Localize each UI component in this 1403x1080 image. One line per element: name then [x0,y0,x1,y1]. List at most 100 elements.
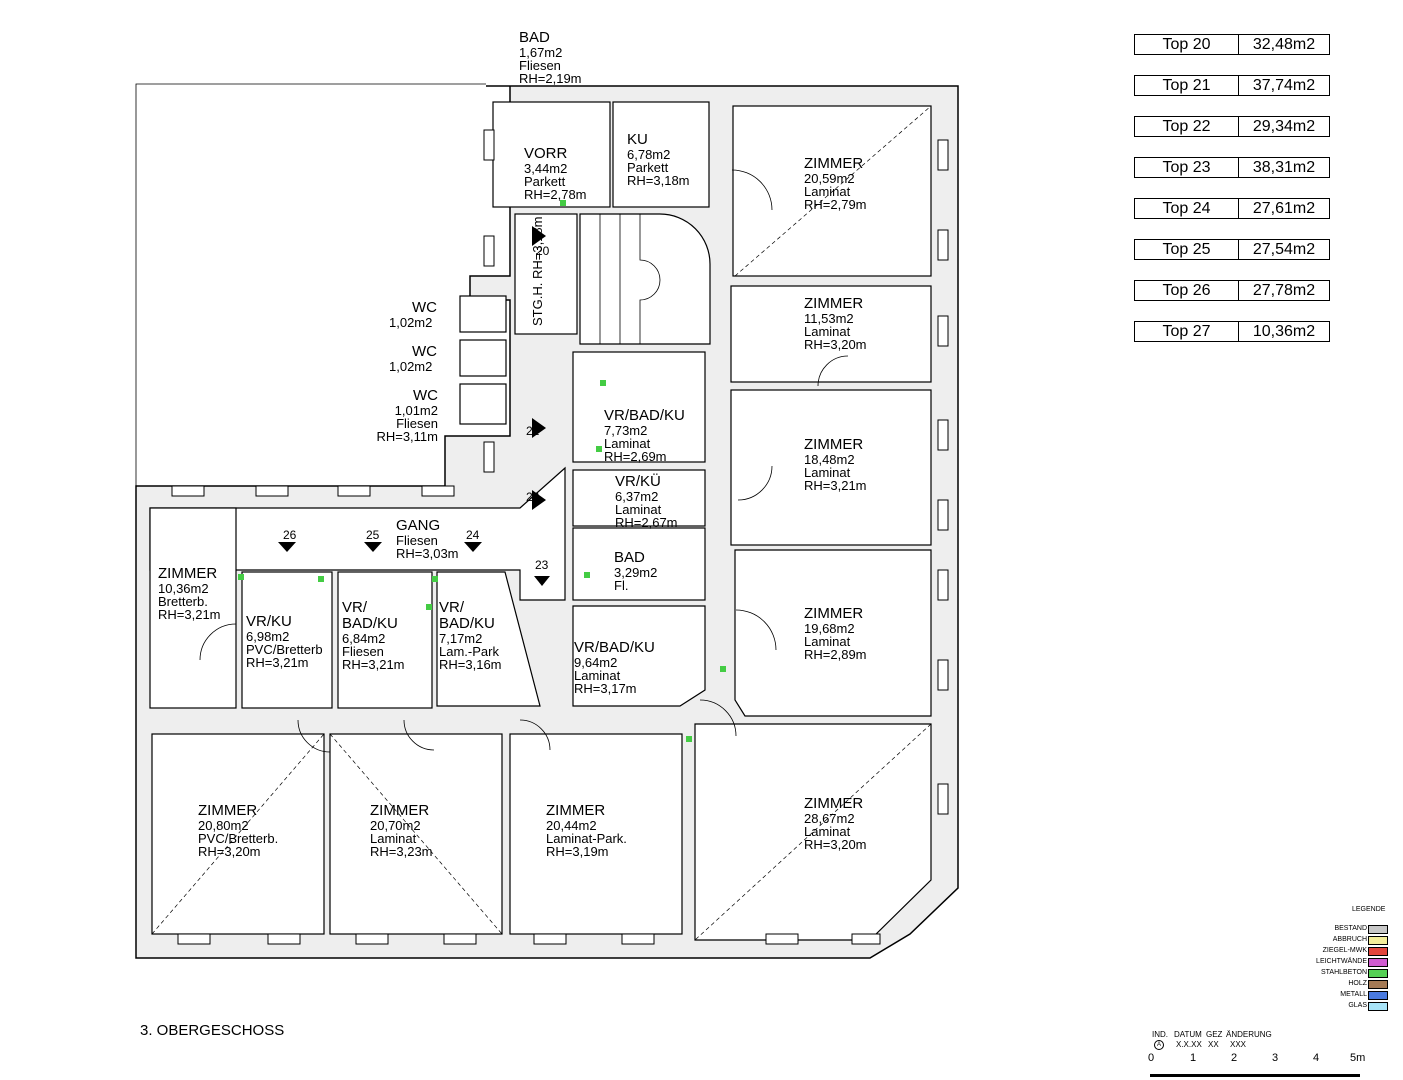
top-row: Top 25 27,54m2 [1134,239,1330,260]
room-vr-bad-ku-964 [572,605,706,707]
courtyard-outline [135,83,486,486]
top-area: 37,74m2 [1252,77,1316,94]
unit-marker-triangles [278,226,550,586]
diagonal-3 [694,723,932,941]
room-vr-bad-ku-773 [572,351,706,463]
legend-swatch [1368,969,1388,978]
steel-markers [238,200,726,742]
room-label-wc-2-area: 1,02m2 [389,359,433,374]
top-name: Top 21 [1135,76,1239,95]
scale-tick: 2 [1231,1052,1238,1064]
windows [171,129,949,945]
diagonal-1 [734,105,932,277]
scale-tick: 3 [1272,1052,1279,1064]
rev-header: ÄNDERUNG [1226,1030,1272,1039]
unit-marker-24: 24 [466,528,480,542]
top-area: 29,34m2 [1252,118,1316,135]
top-name: Top 26 [1135,281,1239,300]
legend-item: HOLZ [1290,980,1400,989]
room-label-wc-1: WC [412,299,437,316]
top-area: 27,54m2 [1252,241,1316,258]
scale-tick: 5m [1350,1052,1366,1064]
legend-swatch [1368,980,1388,989]
top-name: Top 22 [1135,117,1239,136]
scale-tick: 0 [1148,1052,1155,1064]
stair-label: STG.H. RH=3,18m [530,216,545,326]
rev-index: A [1154,1040,1164,1050]
room-zimmer-1968 [734,549,932,717]
top-row: Top 26 27,78m2 [1134,280,1330,301]
top-area: 10,36m2 [1252,323,1316,340]
room-zimmer-1153 [730,285,932,383]
top-area: 32,48m2 [1252,36,1316,53]
room-vr-bad-ku-684 [337,571,433,709]
room-vorr [492,101,611,208]
rev-change: XXX [1230,1040,1247,1049]
stair-well [579,213,711,345]
legend-swatch [1368,936,1388,945]
legend-item: GLAS [1290,1002,1400,1011]
unit-marker-23: 23 [535,558,549,572]
legend-item: ABBRUCH [1290,936,1400,945]
rev-drawn: XX [1208,1040,1219,1049]
legend-item: BESTAND [1290,925,1400,934]
top-row: Top 27 10,36m2 [1134,321,1330,342]
wc-3 [459,383,507,425]
room-label-wc-1-area: 1,02m2 [389,315,433,330]
top-name: Top 23 [1135,158,1239,177]
room-label-wc-2: WC [412,343,437,360]
top-row: Top 22 29,34m2 [1134,116,1330,137]
diagonal-2 [151,733,503,935]
room-zimmer-2044 [509,733,683,935]
legend-swatch [1368,1002,1388,1011]
scale-tick: 1 [1190,1052,1197,1064]
room-zimmer-1848 [730,389,932,546]
top-area: 27,78m2 [1252,282,1316,299]
legend-item: LEICHTWÄNDE [1290,958,1400,967]
room-zimmer-1036 [149,507,237,709]
legend-title: LEGENDE [1352,906,1386,913]
top-row: Top 21 37,74m2 [1134,75,1330,96]
room-vr-ku-637 [572,469,706,527]
rev-header: GEZ [1206,1030,1223,1039]
legend-item: ZIEGEL-MWK [1290,947,1400,956]
unit-marker-22: 22 [526,490,540,504]
room-zimmer-2059 [732,105,932,277]
legend-swatch [1368,958,1388,967]
legend-swatch [1368,947,1388,956]
unit-marker-26: 26 [283,528,297,542]
wc-2 [459,339,507,377]
top-name: Top 25 [1135,240,1239,259]
top-name: Top 27 [1135,322,1239,341]
rev-header: DATUM [1174,1030,1202,1039]
rev-date: X.X.XX [1176,1040,1202,1049]
scale-line [1150,1074,1360,1077]
legend-swatch [1368,991,1388,1000]
wc-1 [459,295,507,333]
room-bad-329 [572,527,706,601]
legend-swatch [1368,925,1388,934]
door-swings [199,169,849,753]
stair-steps [599,214,661,344]
legend-item: STAHLBETON [1290,969,1400,978]
rev-header: IND. [1152,1030,1168,1039]
